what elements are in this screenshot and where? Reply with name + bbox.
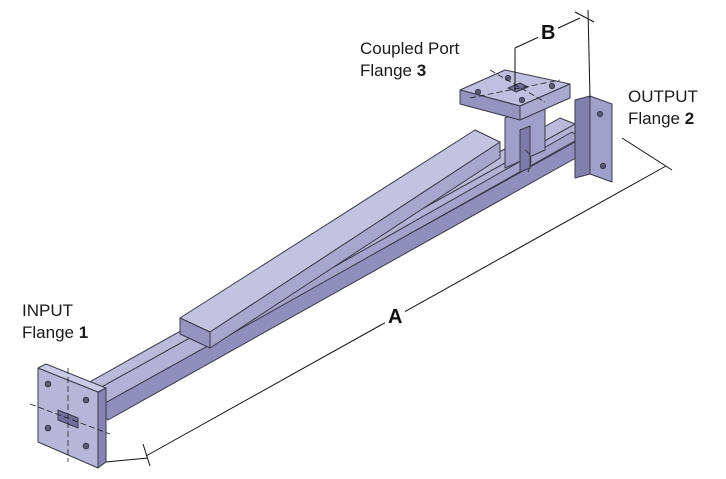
output-line2: Flange 2 bbox=[628, 109, 695, 128]
coupled-port-line2: Flange 3 bbox=[360, 61, 427, 80]
coupled-port-line1: Coupled Port bbox=[360, 39, 460, 58]
flange-2 bbox=[574, 95, 613, 183]
output-line1: OUTPUT bbox=[628, 87, 698, 106]
flange-1 bbox=[29, 363, 111, 469]
dimension-a-line bbox=[105, 137, 673, 467]
label-coupled-port: Coupled Port Flange 3 bbox=[360, 38, 459, 82]
input-line2: Flange 1 bbox=[22, 323, 89, 342]
label-input: INPUT Flange 1 bbox=[22, 300, 88, 344]
dimension-a-label: A bbox=[385, 306, 406, 328]
input-line1: INPUT bbox=[22, 301, 73, 320]
coupling-block bbox=[179, 129, 501, 349]
dimension-b-label: B bbox=[538, 22, 559, 44]
label-output: OUTPUT Flange 2 bbox=[628, 86, 698, 130]
